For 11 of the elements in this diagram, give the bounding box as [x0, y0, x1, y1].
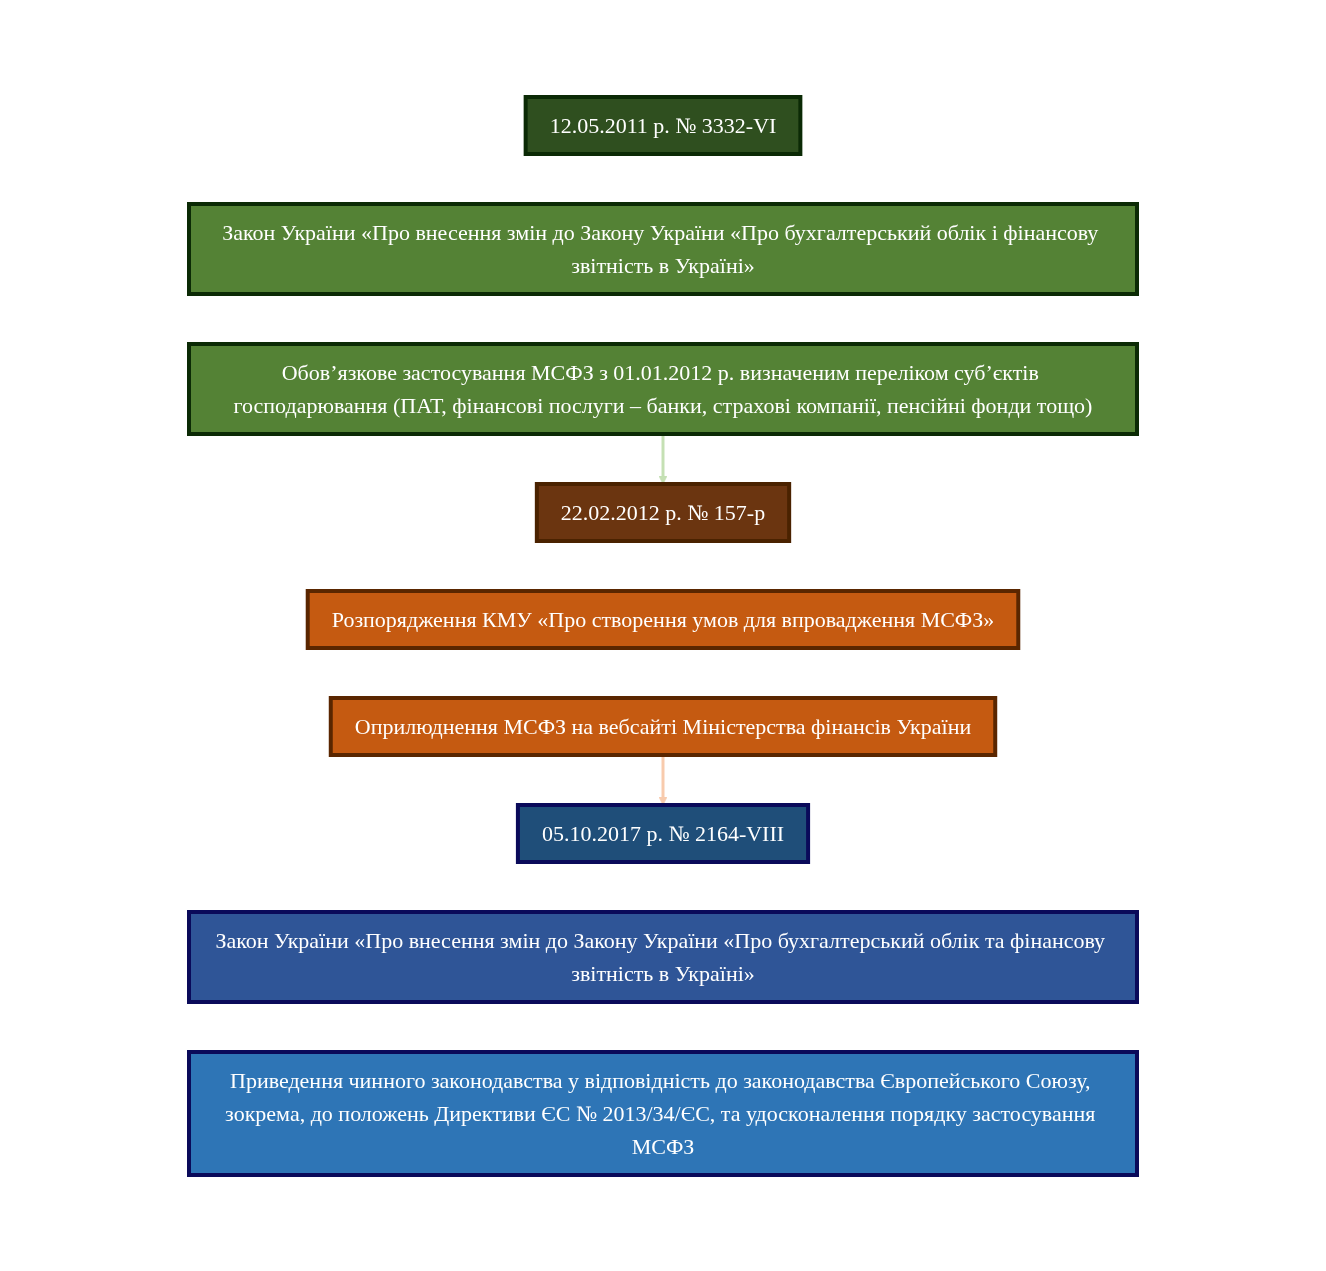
node-box: Приведення чинного законодавства у відповідність до законодавства Європейського Союзу, зокрема, до положень Директиви ЄС № 2013/34/ЄС, та удосконалення порядку застосування МСФЗ	[187, 1049, 1139, 1177]
arrow	[658, 754, 668, 805]
node-box: Обов’язкове застосування МСФЗ з 01.01.2012 р. визначеним переліком суб’єктів господарювання (ПАТ, фінансові послуги – банки, страхові компанії, пенсійні фонди тощо)	[187, 341, 1139, 436]
arrow	[658, 433, 668, 484]
node-box: Оприлюднення МСФЗ на вебсайті Міністерства фінансів України	[328, 695, 998, 757]
node-box: 22.02.2012 р. № 157-р	[534, 481, 792, 543]
node-box: Закон України «Про внесення змін до Закону України «Про бухгалтерський облік та фінансову звітність в Україні»	[187, 909, 1139, 1004]
node-box: Розпорядження КМУ «Про створення умов для впровадження МСФЗ»	[305, 588, 1021, 650]
node-box: 12.05.2011 р. № 3332-VI	[523, 94, 803, 156]
node-box: Закон України «Про внесення змін до Закону України «Про бухгалтерський облік і фінансову звітність в Україні»	[187, 201, 1139, 296]
node-box: 05.10.2017 р. № 2164-VIII	[515, 802, 811, 864]
